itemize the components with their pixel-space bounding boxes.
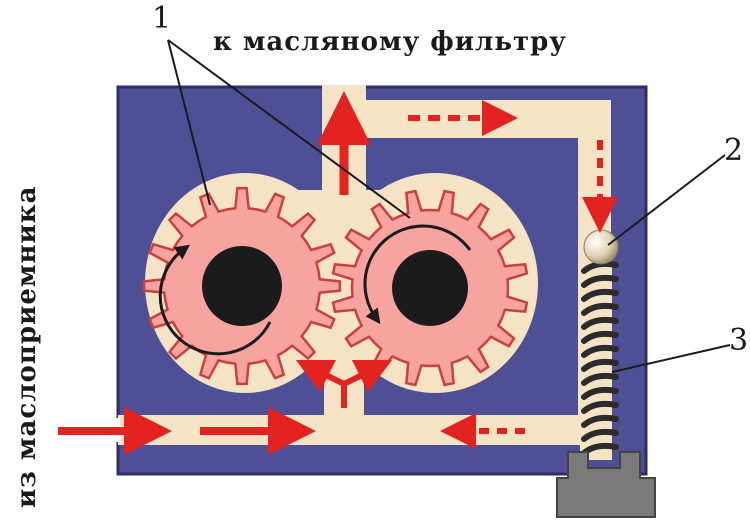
spring-coil <box>581 358 619 372</box>
spring-coil <box>581 302 619 316</box>
spring-coil <box>581 316 619 330</box>
outlet-caption: к масляному фильтру <box>213 27 567 57</box>
spring-coil <box>581 386 619 400</box>
spring-coil <box>581 400 619 414</box>
spring-coil <box>581 274 619 288</box>
spring-coil <box>581 414 619 428</box>
driven-shaft <box>392 250 468 326</box>
drive-shaft <box>202 246 282 326</box>
spring-coil <box>581 344 619 358</box>
valve-ball-icon <box>583 229 619 265</box>
spring-coil <box>581 288 619 302</box>
gears-number-label: 1 <box>152 1 171 36</box>
spring-number-label: 3 <box>729 323 748 358</box>
inlet-caption: из маслоприемника <box>12 186 42 508</box>
spring-coil <box>581 372 619 386</box>
flow-arrows <box>58 91 618 455</box>
rotation-arrow-icon <box>158 244 272 356</box>
valve-ball-number-label: 2 <box>724 133 743 168</box>
leader-lines <box>167 39 731 373</box>
spring-coil <box>581 428 619 442</box>
spring-coil <box>581 330 619 344</box>
bottom-channel <box>118 415 611 445</box>
rotation-arrow-icon <box>363 224 472 325</box>
valve-plug <box>556 451 656 518</box>
flow-arrow-icon <box>342 359 393 393</box>
spring-coil <box>581 260 619 274</box>
